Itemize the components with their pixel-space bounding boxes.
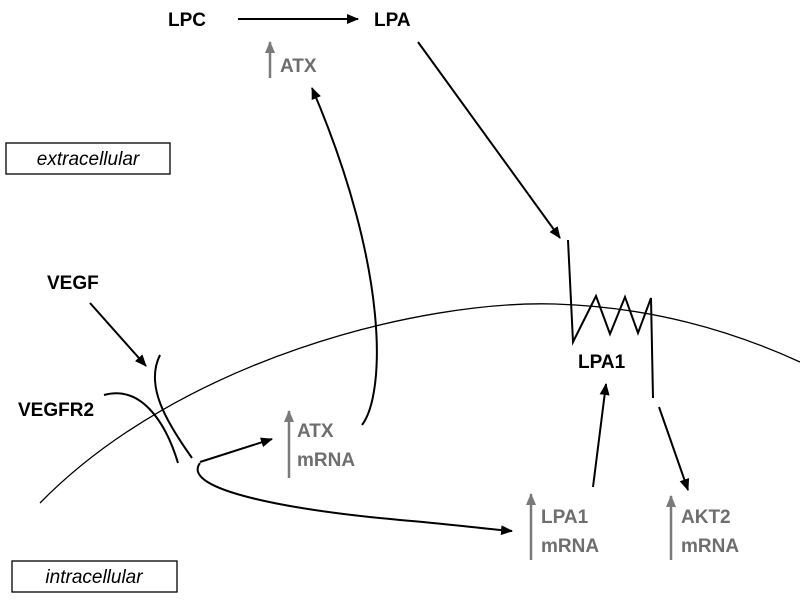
vegfr2-to-atx-mrna-arrow [199, 437, 273, 463]
lpc-label: LPC [168, 10, 206, 31]
atx-mrna-label-line1: ATX [297, 421, 334, 442]
lpa-label: LPA [374, 10, 411, 31]
intracellular-box [11, 560, 178, 593]
lpa1-mrna-label-line2: mRNA [541, 536, 599, 557]
akt2-mrna-label-line2: mRNA [681, 536, 739, 557]
vegfr2-to-lpa1-mrna-arrow [196, 462, 513, 536]
receptor-to-akt2-mrna-arrow [658, 406, 690, 491]
lpa1-receptor-label: LPA1 [578, 352, 626, 373]
atx-mrna-to-atx-arrow [311, 87, 378, 426]
vegfr2-receptor-outer [103, 392, 179, 464]
extracellular-label: extracellular [37, 149, 140, 170]
vegf-label: VEGF [47, 273, 99, 294]
vegf-to-receptor-arrow [89, 302, 147, 367]
vegfr2-receptor-inner [153, 354, 193, 459]
extracellular-box [5, 142, 171, 175]
atx-protein-label: ATX [280, 56, 317, 77]
atx-mrna-label-line2: mRNA [297, 450, 355, 471]
vegfr2-label: VEGFR2 [18, 400, 94, 421]
lpa1-mrna-to-receptor-arrow [592, 383, 610, 488]
cell-membrane [39, 303, 800, 504]
lpa1-mrna-label-line1: LPA1 [541, 507, 589, 528]
akt2-mrna-label-line1: AKT2 [681, 507, 731, 528]
lpa1-receptor-zigzag [567, 239, 654, 399]
intracellular-label: intracellular [45, 567, 143, 588]
lpa-to-receptor-arrow [417, 41, 561, 239]
